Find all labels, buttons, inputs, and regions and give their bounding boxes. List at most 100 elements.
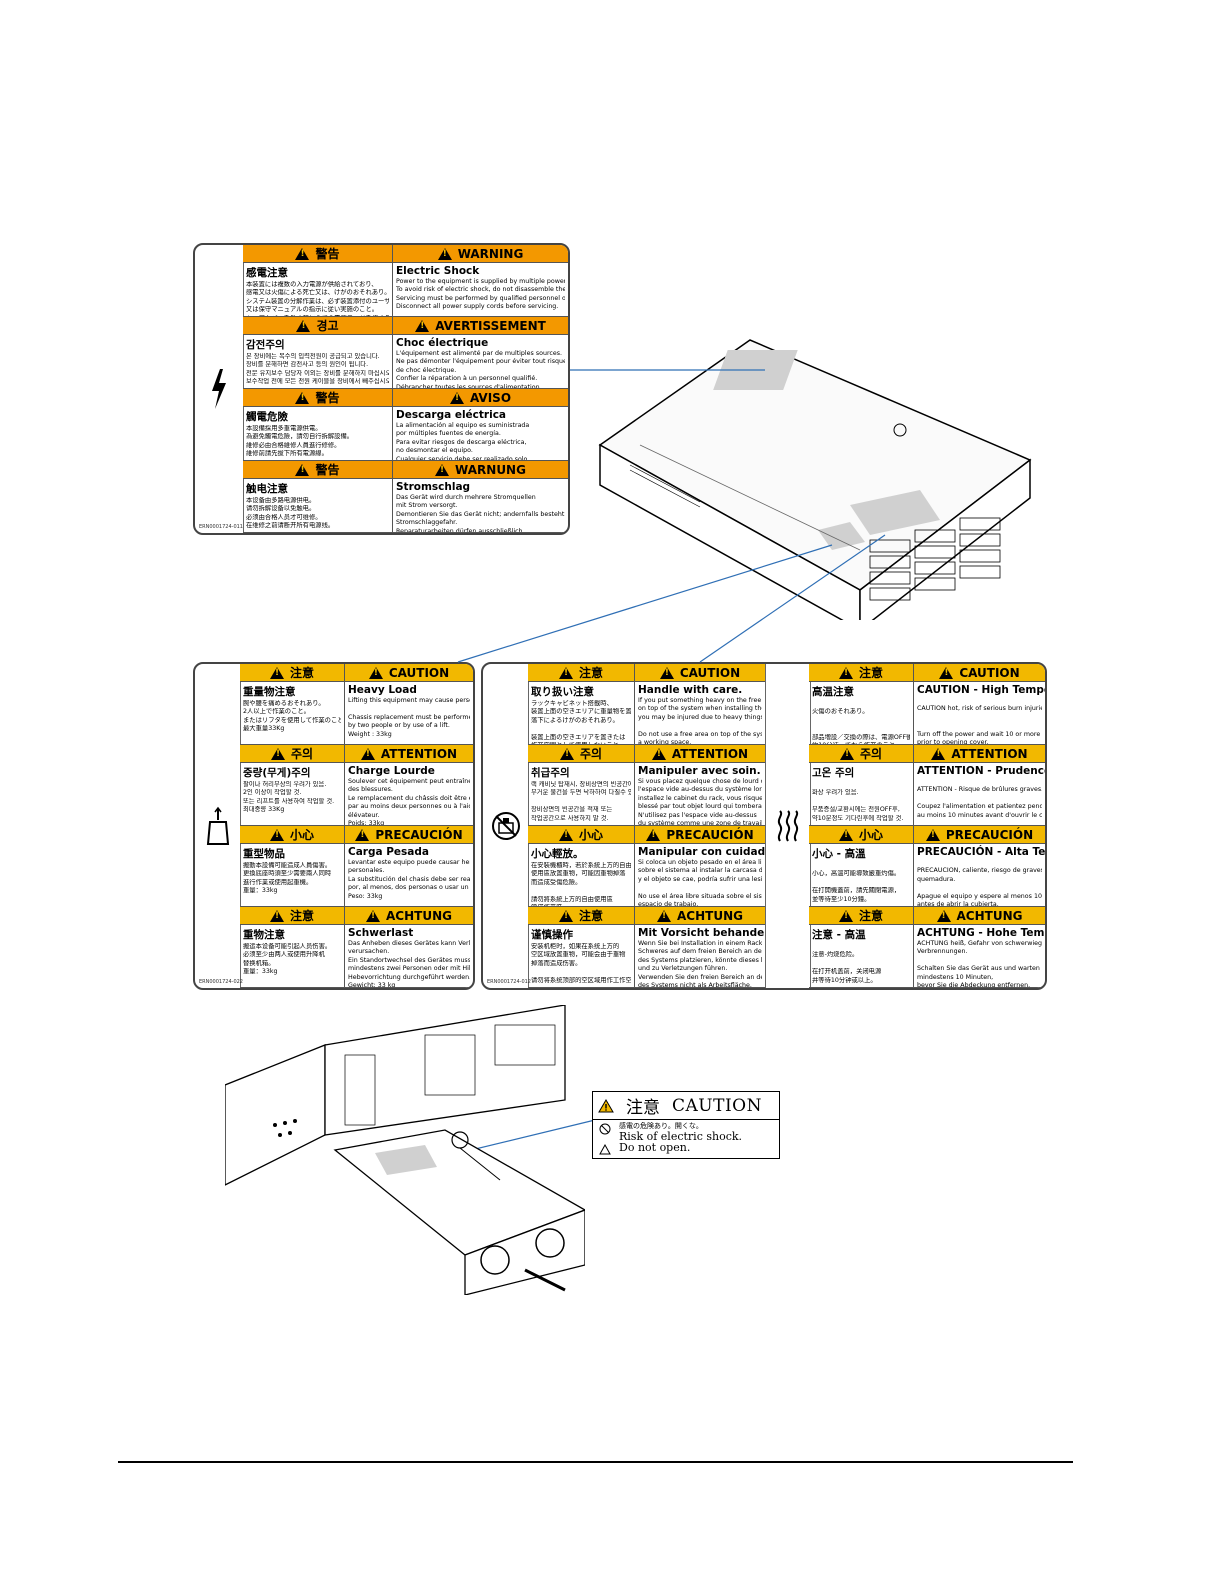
body-line: Para evitar riesgos de descarga eléctric… xyxy=(396,438,527,446)
psu-caution-jp-line: 感電の危険あり。開くな。 xyxy=(619,1122,703,1130)
body-line: Levantar este equipo puede causar herida… xyxy=(348,859,470,866)
body-line: Turn off the power and wait 10 or more m… xyxy=(917,730,1042,738)
body-line: Schalten Sie das Gerät aus und warten Si… xyxy=(917,965,1042,973)
body-line: Ne pas démonter l'équipement pour éviter… xyxy=(396,358,565,366)
section-title: PRECAUCIÓN - Alta Temperatura xyxy=(917,846,1045,858)
section-header-text: PRECAUCIÓN xyxy=(375,827,463,842)
warning-triangle-icon xyxy=(931,747,946,760)
body-line: 本設備採用多重電源供電。 xyxy=(246,425,322,432)
section-body: Lifting this equipment may cause persona… xyxy=(345,697,473,739)
section-title: ACHTUNG - Hohe Temperaturen xyxy=(917,927,1045,939)
warning-triangle-icon xyxy=(355,828,370,841)
warning-triangle-icon xyxy=(296,319,311,332)
body-line: 또는 리프트를 사용하여 작업할 것. xyxy=(243,797,335,805)
warning-triangle-icon xyxy=(838,909,853,922)
body-line: Verbrennungen. xyxy=(917,948,968,956)
section-header: WARNUNG xyxy=(393,461,568,479)
handle-label-section-1-left: 注意取り扱い注意ラックキャビネット搭載時、装置上面の空きエリアに重量物を置くと落… xyxy=(528,664,635,745)
body-line: 약10분정도 기다린후에 작업할 것. xyxy=(812,814,904,822)
body-line: personales. xyxy=(348,867,385,875)
section-header-text: WARNING xyxy=(457,246,524,261)
section-header-text: 小心 xyxy=(578,828,603,842)
section-title: Charge Lourde xyxy=(348,765,435,777)
body-line: au moins 10 minutes avant d'ouvrir le ca… xyxy=(917,811,1042,819)
section-body: 搬运本设备可能引起人员伤害。必须至少由两人或使用升降机替换机箱。重量：33kg xyxy=(240,943,344,977)
section-title: Descarga eléctrica xyxy=(396,409,507,421)
section-title: 고온 주의 xyxy=(812,767,855,779)
psu-label-area xyxy=(375,1145,437,1175)
warning-triangle-icon xyxy=(936,909,951,922)
warning-triangle-icon xyxy=(435,463,450,476)
footer-rule xyxy=(118,1461,1073,1463)
body-line: 무거운 물건을 두면 낙하하여 다칠수 있음. xyxy=(531,789,631,797)
section-header-text: 주의 xyxy=(859,747,883,761)
body-line: 装置上面の空きエリアを置きたは xyxy=(531,733,626,741)
top-label-section-1-left: 警告感電注意本装置には複数の入力電源が供給されており、感電又は火傷による死亡又は… xyxy=(243,245,393,317)
body-line: 작업공간으로 사용하지 말 것. xyxy=(531,814,609,822)
body-line: mindestens zwei Personen oder mit Hilfe … xyxy=(348,965,470,973)
top-label-section-3-left: 警告觸電危險本設備採用多重電源供電。為避免觸電危險，請勿自行拆解設備。維修必由合… xyxy=(243,389,393,461)
body-line: 替换机箱。 xyxy=(243,959,275,967)
body-line: espacio de trabajo. xyxy=(638,901,699,907)
body-line: またはリフタを使用して作業のこと。 xyxy=(243,716,341,724)
body-line: ラックキャビネット搭載時、 xyxy=(531,700,613,707)
section-title: 触电注意 xyxy=(246,483,288,495)
body-line: 最大重量33Kg xyxy=(243,725,285,733)
body-line: mit Strom versorgt. xyxy=(396,502,458,510)
body-line: To avoid risk of electric shock, do not … xyxy=(396,286,565,294)
weight-icon xyxy=(206,806,229,845)
section-header: 小心 xyxy=(528,826,634,844)
section-body: 小心，高溫可能導致嚴重灼傷。 在打開機蓋前，請先關閉電源，並等待至少10分鐘。 xyxy=(809,862,913,904)
section-body: 腕や腰を痛めるおそれあり。2人以上で作業のこと。またはリフタを使用して作業のこと… xyxy=(240,700,344,734)
label-code: ERN0001724-011 xyxy=(199,524,243,530)
body-line: 落下によるけがのおそれあり。 xyxy=(531,716,619,724)
section-header-text: 注意 xyxy=(289,909,314,923)
body-line: y el objeto se cae, podría sufrir una le… xyxy=(638,875,762,883)
body-line: Poids: 33kg xyxy=(348,820,385,826)
section-title: Schwerlast xyxy=(348,927,414,939)
body-line: 約10分待ってから作業のこと。 xyxy=(812,742,910,744)
psu-caution-line-1: Risk of electric shock. xyxy=(619,1130,743,1143)
body-line: Coupez l'alimentation et patientez penda… xyxy=(917,803,1042,811)
section-header-text: 注意 xyxy=(578,666,603,680)
section-body: PRECAUCIÓN, caliente, riesgo de graves l… xyxy=(914,859,1045,906)
section-header: CAUTION xyxy=(345,664,473,682)
no-stacking-icon xyxy=(491,812,520,840)
body-line: トップカバーを外す前に全ての電源コードを抜くこと。 xyxy=(246,315,389,316)
body-line: Wenn Sie bei Installation in einem Rack-… xyxy=(638,940,762,947)
warning-triangle-icon xyxy=(558,666,573,679)
body-line: N'utilisez pas l'espace vide au-dessus xyxy=(638,811,757,819)
section-header-text: ACHTUNG xyxy=(386,908,452,923)
section-header-text: AVISO xyxy=(469,390,512,405)
body-line: 2인 이상이 작업할 것. xyxy=(243,789,302,797)
warning-triangle-icon xyxy=(360,747,375,760)
section-header-text: 경고 xyxy=(316,319,339,333)
body-line: 并等待10分钟或以上。 xyxy=(812,976,877,984)
section-title: 小心 - 高溫 xyxy=(812,848,866,860)
warning-triangle-icon xyxy=(839,747,854,760)
section-title: Stromschlag xyxy=(396,481,471,493)
section-header-text: PRECAUCIÓN xyxy=(666,827,754,842)
psu-caution-line-2: Do not open. xyxy=(619,1141,691,1154)
section-title: ATTENTION - Prudence à haute température xyxy=(917,765,1045,777)
body-line: du système comme une zone de travail. xyxy=(638,820,762,826)
body-line: Chassis replacement must be performed by… xyxy=(348,713,470,721)
label-area-front xyxy=(850,490,940,535)
body-line: Si vous placez quelque chose de lourd da… xyxy=(638,778,762,785)
section-header: 警告 xyxy=(243,461,392,479)
body-line: verursachen. xyxy=(348,948,390,956)
server-chassis-illustration xyxy=(598,339,1032,620)
body-line: Le remplacement du châssis doit être eff… xyxy=(348,794,470,802)
warning-triangle-icon xyxy=(651,747,666,760)
body-line: 搬動本設備可能造成人員傷害。 xyxy=(243,862,332,869)
body-line: 維修前請先拔下所有電源線。 xyxy=(246,450,328,458)
body-line: no desmontar el equipo. xyxy=(396,447,473,455)
body-line: 使用區放置重物，可能因重物掉落 xyxy=(531,870,626,878)
section-title: CAUTION - High Temperature xyxy=(917,684,1045,696)
section-header: 小心 xyxy=(809,826,913,844)
